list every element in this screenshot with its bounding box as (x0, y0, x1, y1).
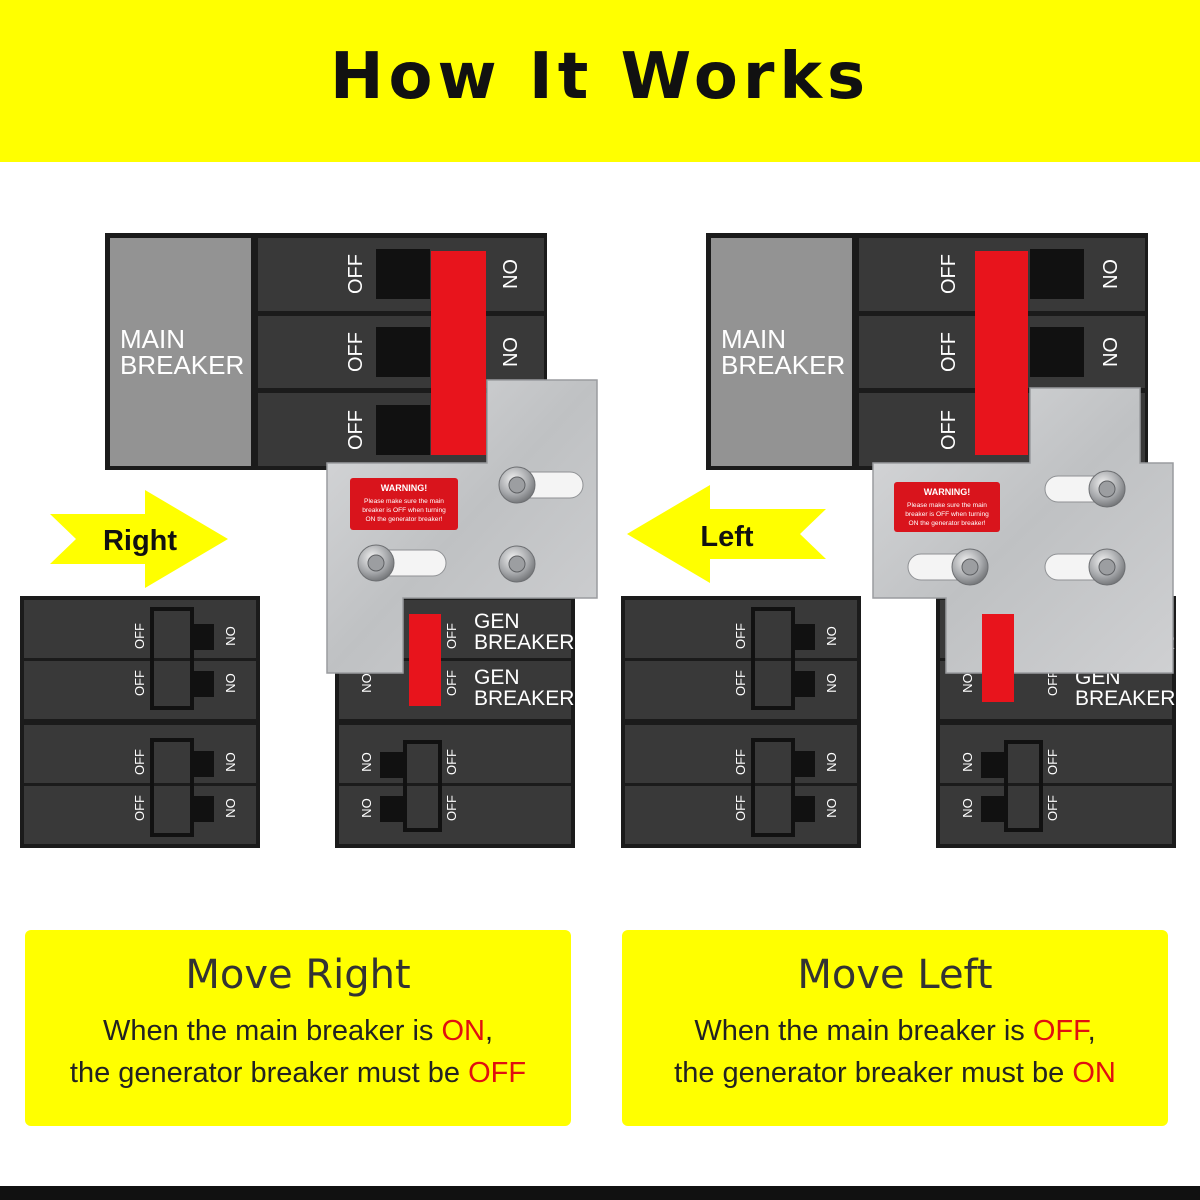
svg-text:OFF: OFF (733, 795, 748, 821)
svg-text:OFF: OFF (132, 795, 147, 821)
switch-slot (376, 249, 430, 299)
arrow-left-label: Left (700, 521, 754, 553)
svg-text:ON the generator breaker!: ON the generator breaker! (909, 520, 986, 527)
tie-bar (150, 738, 194, 837)
arrow-right-label: Right (103, 525, 177, 557)
warning-sticker: WARNING! Please make sure the main break… (350, 478, 458, 530)
svg-text:breaker is OFF when turning: breaker is OFF when turning (362, 507, 446, 514)
move-left-card: Move Left When the main breaker is OFF, … (622, 930, 1168, 1126)
off-label: OFF (938, 254, 960, 294)
tie-bar (1004, 740, 1043, 832)
move-right-title: Move Right (185, 952, 411, 998)
bottom-bar (0, 1186, 1200, 1200)
svg-text:BREAKER: BREAKER (721, 350, 845, 380)
svg-text:OFF: OFF (733, 623, 748, 649)
move-right-line1: When the main breaker is ON, (102, 1015, 494, 1047)
svg-text:ON: ON (960, 752, 975, 772)
svg-text:ON: ON (1098, 337, 1120, 367)
move-left-line2: the generator breaker must be ON (674, 1057, 1116, 1089)
svg-text:ON: ON (824, 798, 839, 818)
svg-text:ON: ON (498, 337, 520, 367)
svg-text:OFF: OFF (132, 749, 147, 775)
switch-slot (1030, 249, 1084, 299)
state-on: ON (441, 1015, 485, 1047)
move-right-card: Move Right When the main breaker is ON, … (25, 930, 571, 1126)
tie-bar (751, 738, 795, 837)
svg-text:OFF: OFF (444, 795, 459, 821)
svg-text:ON the generator breaker!: ON the generator breaker! (366, 516, 443, 523)
svg-text:OFF: OFF (132, 623, 147, 649)
svg-text:OFF: OFF (132, 670, 147, 696)
svg-text:OFF: OFF (733, 670, 748, 696)
on-label: ON (1098, 259, 1120, 289)
svg-text:ON: ON (223, 673, 238, 693)
svg-text:ON: ON (960, 798, 975, 818)
on-label: ON (498, 259, 520, 289)
tie-bar (403, 740, 442, 832)
gen-breaker-handle (982, 614, 1014, 702)
arrow-left-icon (627, 485, 826, 583)
svg-text:BREAKER: BREAKER (1075, 687, 1175, 710)
switch-slot (376, 405, 430, 455)
arrow-right-icon (50, 490, 228, 588)
diagram-move-right: MAIN BREAKER OFF OFF OFF ON ON OFF OFF O… (20, 233, 598, 848)
title-banner (0, 0, 1200, 162)
state-off: OFF (468, 1057, 527, 1089)
diagram-move-left: MAIN BREAKER OFF OFF OFF ON ON OFF OFF O… (621, 233, 1176, 848)
svg-text:OFF: OFF (1045, 670, 1060, 696)
svg-text:ON: ON (359, 673, 374, 693)
svg-text:BREAKER: BREAKER (474, 687, 574, 710)
main-breaker-label: MAIN (120, 324, 185, 354)
svg-text:BREAKER: BREAKER (120, 350, 244, 380)
svg-text:ON: ON (824, 752, 839, 772)
move-left-line1: When the main breaker is OFF, (694, 1015, 1096, 1047)
svg-text:Please make sure the main: Please make sure the main (907, 502, 987, 509)
main-breaker-label-block (711, 238, 852, 466)
main-breaker-label: MAIN (721, 324, 786, 354)
svg-text:OFF: OFF (345, 332, 367, 372)
svg-text:OFF: OFF (444, 749, 459, 775)
svg-text:GEN: GEN (474, 666, 520, 689)
svg-text:OFF: OFF (1045, 795, 1060, 821)
svg-text:WARNING!: WARNING! (381, 483, 428, 493)
svg-text:ON: ON (824, 673, 839, 693)
main-breaker-handle (431, 251, 486, 455)
svg-text:OFF: OFF (938, 332, 960, 372)
svg-text:OFF: OFF (444, 670, 459, 696)
tie-bar (150, 607, 194, 710)
svg-text:ON: ON (824, 626, 839, 646)
gen-breaker-label: GEN (474, 610, 520, 633)
svg-text:ON: ON (359, 752, 374, 772)
svg-text:ON: ON (223, 798, 238, 818)
svg-text:breaker is OFF when turning: breaker is OFF when turning (905, 511, 989, 518)
interlock-plate (872, 387, 1174, 674)
main-breaker-label-block (110, 238, 251, 466)
move-right-line2: the generator breaker must be OFF (69, 1057, 527, 1089)
svg-text:ON: ON (223, 752, 238, 772)
state-on: ON (1072, 1057, 1116, 1089)
gen-breaker-handle (409, 614, 441, 706)
svg-text:ON: ON (359, 798, 374, 818)
svg-text:OFF: OFF (1045, 749, 1060, 775)
page-title: How It Works (329, 40, 871, 114)
switch-slot (376, 327, 430, 377)
svg-text:WARNING!: WARNING! (924, 487, 971, 497)
svg-text:BREAKER: BREAKER (474, 631, 574, 654)
tie-bar (751, 607, 795, 710)
move-left-title: Move Left (797, 952, 993, 998)
off-label: OFF (345, 254, 367, 294)
switch-slot (1030, 327, 1084, 377)
svg-text:OFF: OFF (733, 749, 748, 775)
main-breaker-handle (975, 251, 1028, 455)
svg-text:ON: ON (223, 626, 238, 646)
svg-text:OFF: OFF (938, 410, 960, 450)
interlock-plate (326, 379, 598, 674)
warning-sticker: WARNING! Please make sure the main break… (894, 482, 1000, 532)
svg-text:OFF: OFF (444, 623, 459, 649)
svg-text:OFF: OFF (345, 410, 367, 450)
breaker-diagram: MAIN BREAKER OFF OFF OFF ON ON OFF OFF O… (20, 233, 1176, 848)
svg-text:ON: ON (960, 673, 975, 693)
svg-text:Please make sure the main: Please make sure the main (364, 498, 444, 505)
state-off: OFF (1032, 1015, 1088, 1047)
